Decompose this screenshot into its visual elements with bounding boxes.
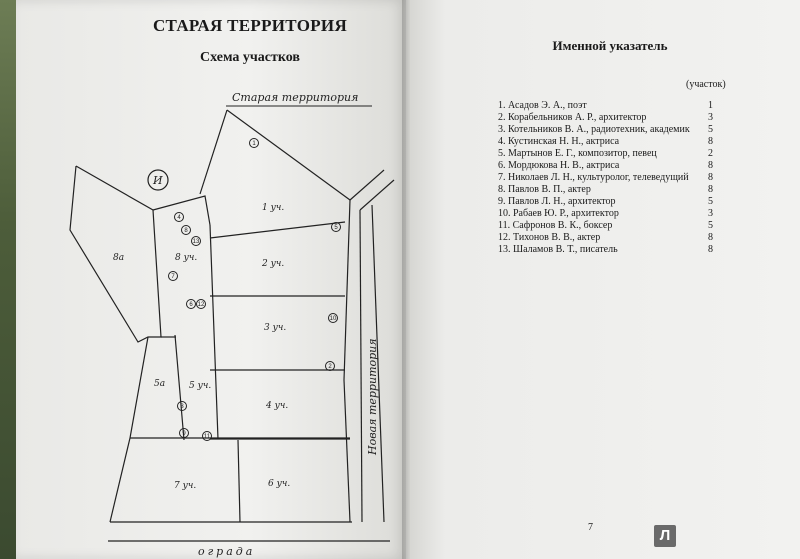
list-item: 4. Кустинская Н. Н., актриса 8 xyxy=(498,136,728,148)
marker-13: 13 xyxy=(193,239,200,245)
entry-name: 7. Николаев Л. Н., культуролог, телеведу… xyxy=(498,172,689,183)
plot-label-6: 6 уч. xyxy=(268,479,290,489)
right-page xyxy=(406,0,800,559)
entry-name: 1. Асадов Э. А., поэт xyxy=(498,100,587,111)
entry-name: 2. Корабельников А. Р., архитектор xyxy=(498,112,647,123)
publisher-logo: Л xyxy=(654,525,676,547)
plan-right-label: Новая территория xyxy=(366,338,379,456)
entry-plot: 5 xyxy=(708,124,713,135)
marker-10: 10 xyxy=(330,316,337,322)
marker-8: 8 xyxy=(184,228,188,234)
entry-plot: 2 xyxy=(708,148,713,159)
entry-name: 8. Павлов В. П., актер xyxy=(498,184,591,195)
index-title: Именной указатель xyxy=(552,38,668,53)
entry-plot: 8 xyxy=(708,160,713,171)
entry-plot: 8 xyxy=(708,244,713,255)
plot-column-header: (участок) xyxy=(686,79,726,90)
entry-plot: 8 xyxy=(708,136,713,147)
marker-1: 1 xyxy=(252,141,256,147)
entry-name: 13. Шаламов В. Т., писатель xyxy=(498,244,618,255)
list-item: 13. Шаламов В. Т., писатель 8 xyxy=(498,244,728,256)
plot-label-5a: 5а xyxy=(154,379,165,389)
marker-12: 12 xyxy=(198,302,205,308)
list-item: 7. Николаев Л. Н., культуролог, телеведу… xyxy=(498,172,728,184)
book-gutter xyxy=(402,0,410,559)
entry-plot: 5 xyxy=(708,220,713,231)
plot-label-1: 1 уч. xyxy=(262,203,284,213)
entry-name: 5. Мартынов Е. Г., композитор, певец xyxy=(498,148,657,159)
name-index-list: 1. Асадов Э. А., поэт 1 2. Корабельников … xyxy=(498,100,728,256)
plot-label-7: 7 уч. xyxy=(174,481,196,491)
entry-name: 6. Мордюкова Н. В., актриса xyxy=(498,160,620,171)
marker-5: 5 xyxy=(334,225,338,231)
entry-name: 11. Сафронов В. К., боксер xyxy=(498,220,613,231)
list-item: 1. Асадов Э. А., поэт 1 xyxy=(498,100,728,112)
entry-plot: 8 xyxy=(708,232,713,243)
circle-letter: И xyxy=(152,174,163,187)
page-title: СТАРАЯ ТЕРРИТОРИЯ xyxy=(152,16,348,35)
marker-7: 7 xyxy=(171,274,175,280)
marker-4: 4 xyxy=(177,215,181,221)
marker-9: 9 xyxy=(182,431,186,437)
entry-plot: 8 xyxy=(708,172,713,183)
entry-plot: 8 xyxy=(708,184,713,195)
entry-plot: 1 xyxy=(708,100,713,111)
entry-plot: 3 xyxy=(708,208,713,219)
list-item: 2. Корабельников А. Р., архитектор 3 xyxy=(498,112,728,124)
plan-top-label: Старая территория xyxy=(232,91,358,104)
list-item: 5. Мартынов Е. Г., композитор, певец 2 xyxy=(498,148,728,160)
marker-11: 11 xyxy=(204,434,211,440)
list-item: 9. Павлов Л. Н., архитектор 5 xyxy=(498,196,728,208)
entry-name: 4. Кустинская Н. Н., актриса xyxy=(498,136,620,147)
marker-2: 2 xyxy=(328,364,332,370)
plot-label-8: 8 уч. xyxy=(175,253,197,263)
left-page xyxy=(16,0,406,559)
entry-plot: 3 xyxy=(708,112,713,123)
list-item: 10. Рабаев Ю. Р., архитектор 3 xyxy=(498,208,728,220)
plot-label-3: 3 уч. xyxy=(264,323,286,333)
entry-plot: 5 xyxy=(708,196,713,207)
marker-3: 3 xyxy=(180,404,184,410)
list-item: 11. Сафронов В. К., боксер 5 xyxy=(498,220,728,232)
plot-label-8a: 8а xyxy=(113,253,124,263)
plot-lines xyxy=(69,109,395,542)
list-item: 8. Павлов В. П., актер 8 xyxy=(498,184,728,196)
plot-label-2: 2 уч. xyxy=(261,259,284,269)
circle-marker xyxy=(147,169,169,191)
plot-scheme: Старая территория И xyxy=(69,91,395,558)
list-item: 3. Котельников В. А., радиотехник, акаде… xyxy=(498,124,728,136)
list-item: 12. Тихонов В. В., актер 8 xyxy=(498,232,728,244)
marker-6: 6 xyxy=(189,302,193,308)
page-subtitle: Схема участков xyxy=(200,50,300,65)
page-number: 7 xyxy=(588,522,593,533)
entry-name: 9. Павлов Л. Н., архитектор xyxy=(498,196,616,207)
entry-name: 3. Котельников В. А., радиотехник, акаде… xyxy=(498,124,690,135)
list-item: 6. Мордюкова Н. В., актриса 8 xyxy=(498,160,728,172)
entry-name: 12. Тихонов В. В., актер xyxy=(498,232,601,243)
plan-bottom-label: ограда xyxy=(198,545,255,558)
plot-label-4: 4 уч. xyxy=(265,401,288,411)
entry-name: 10. Рабаев Ю. Р., архитектор xyxy=(498,208,619,219)
plot-label-5: 5 уч. xyxy=(189,381,211,391)
